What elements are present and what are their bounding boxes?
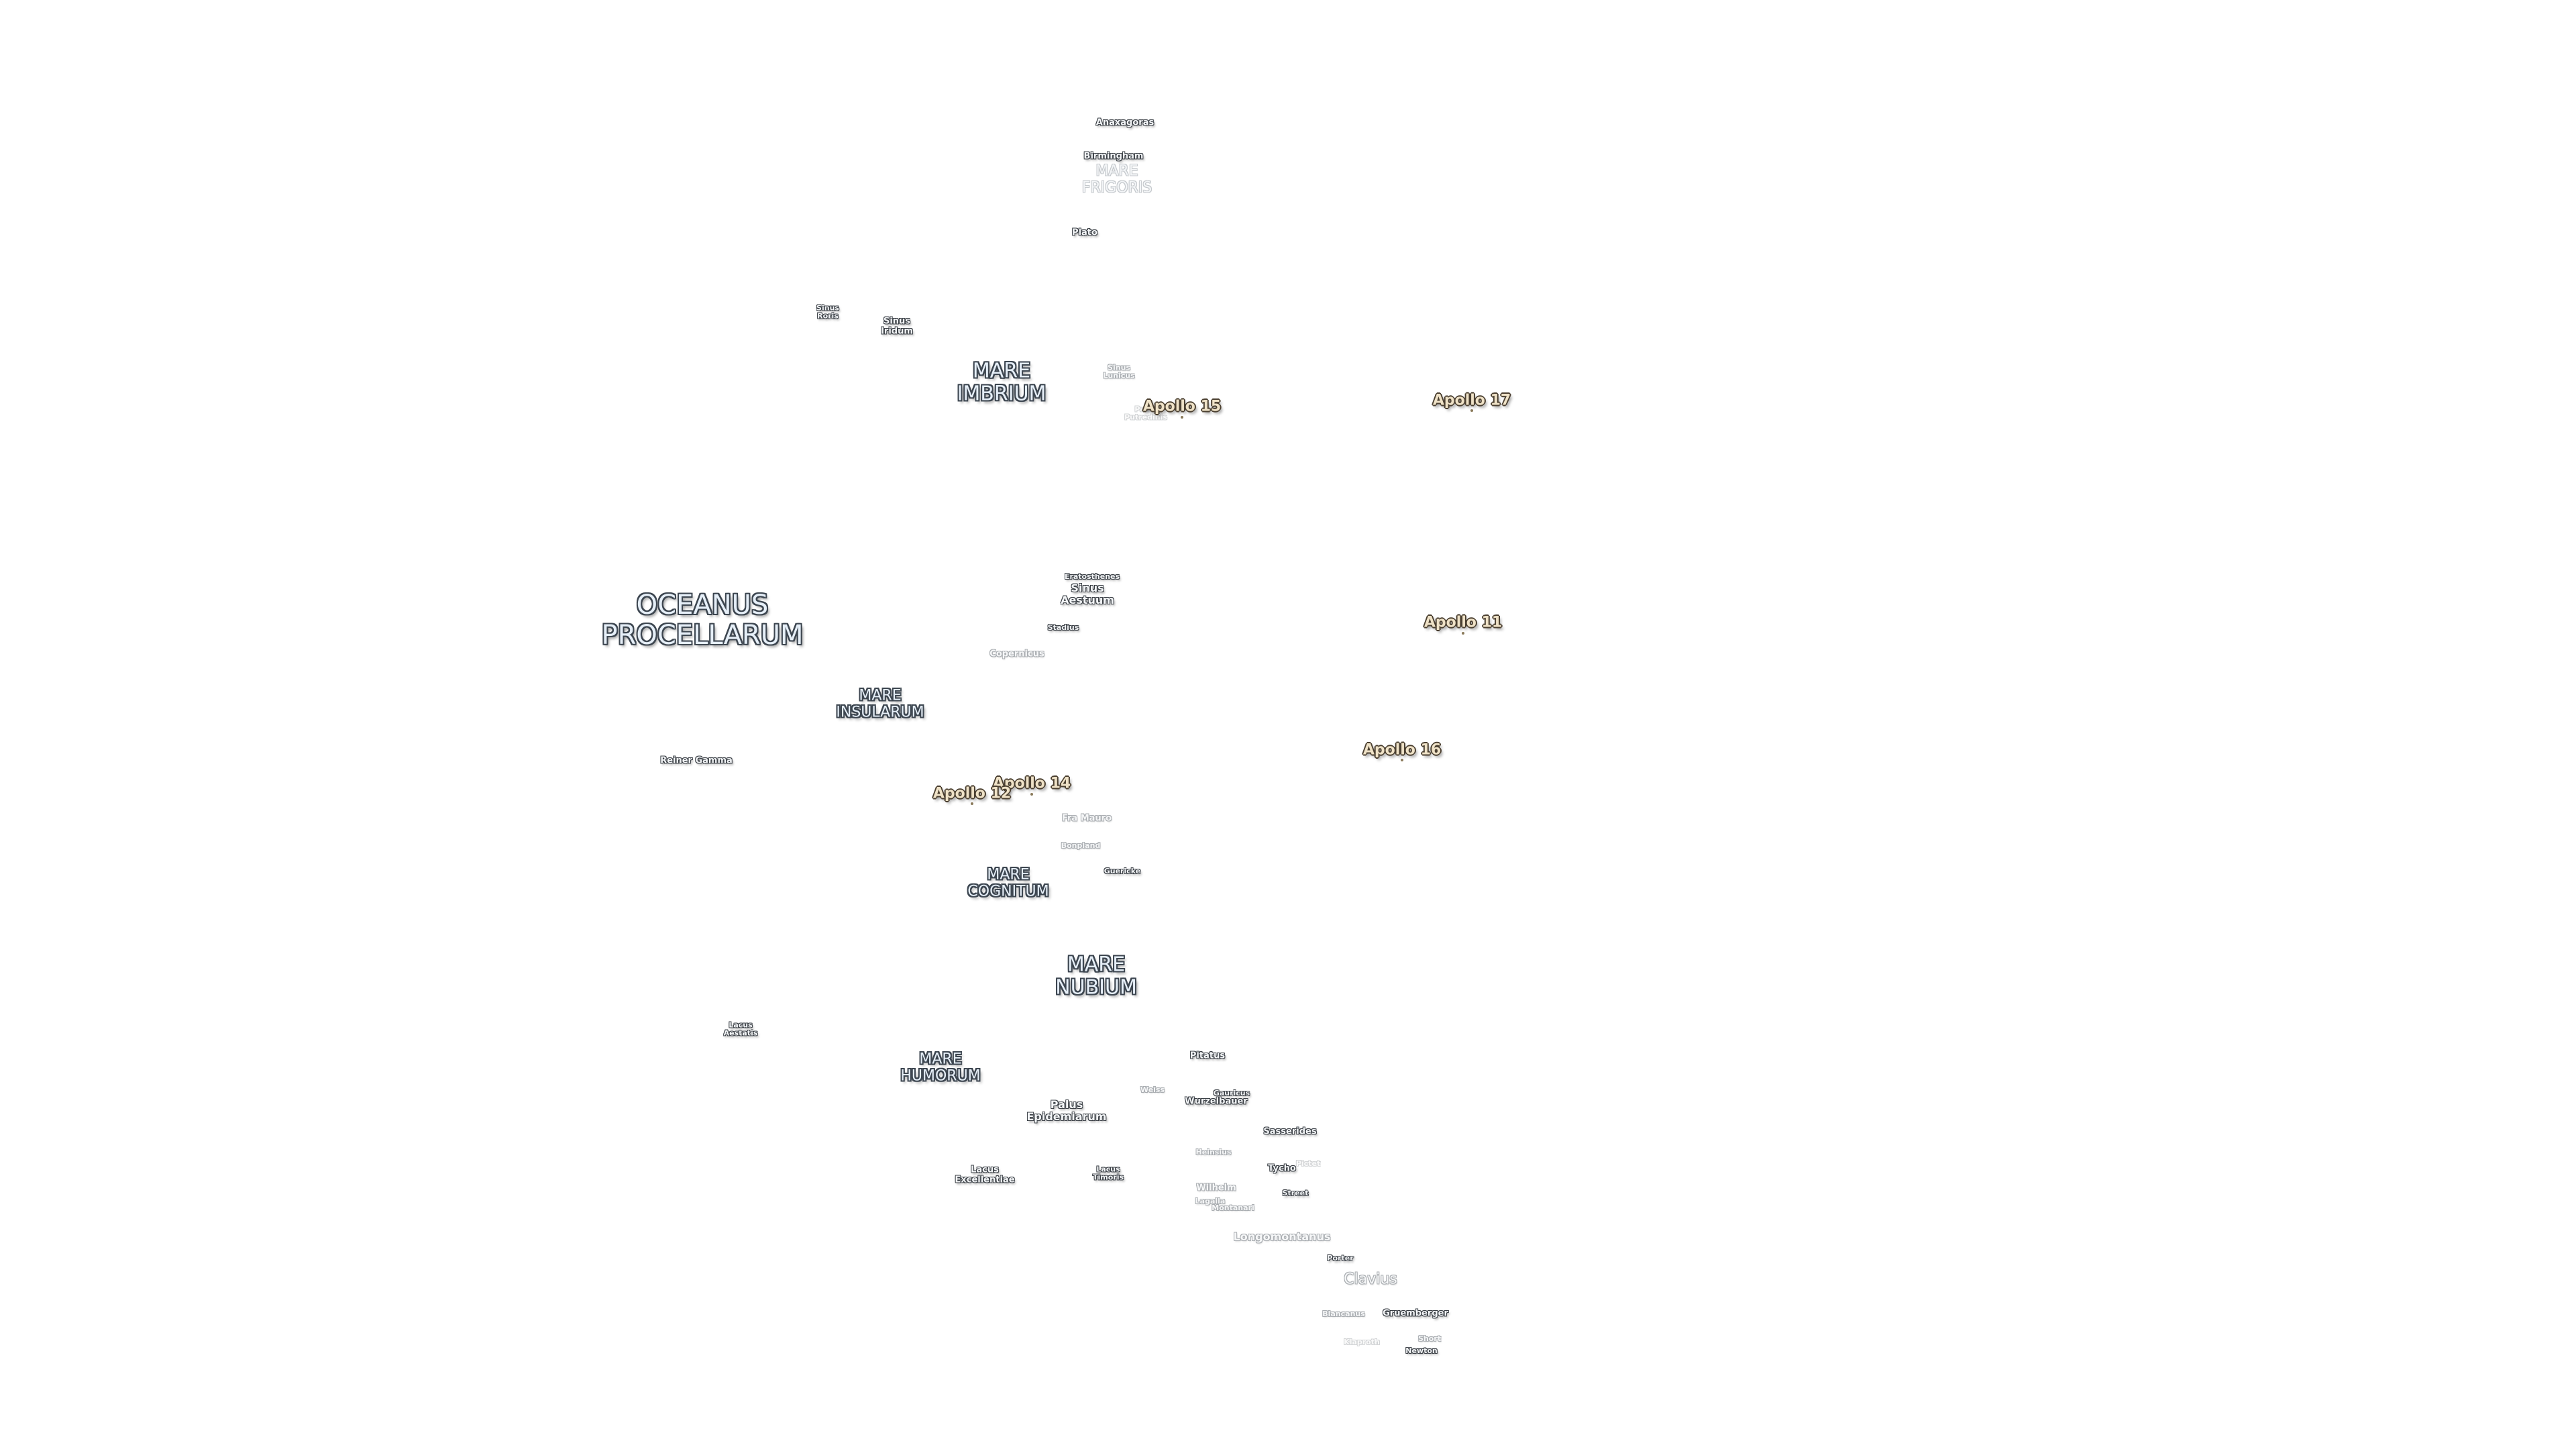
apollo-12-site-marker [971,802,973,805]
apollo-11-site-marker [1462,632,1464,635]
sasserides-label: Sasserides [1263,1126,1317,1137]
apollo-17-site-marker [1470,409,1473,412]
mare-imbrium-label: MARE IMBRIUM [957,359,1046,405]
plato-label: Plato [1072,227,1097,238]
eratosthenes-label: Eratosthenes [1064,572,1120,581]
klaproth-label: Klaproth [1344,1337,1380,1346]
apollo-15-site-marker [1181,416,1183,419]
copernicus-label: Copernicus [989,649,1044,659]
mare-nubium-label: MARE NUBIUM [1055,953,1137,999]
pictet-label: Pictet [1295,1159,1321,1168]
apollo-12-label: Apollo 12 [932,785,1012,802]
mare-humorum-label: MARE HUMORUM [900,1051,981,1084]
sinus-roris-label: Sinus Roris [816,303,839,321]
short-label: Short [1418,1334,1441,1343]
clavius-label: Clavius [1344,1271,1397,1288]
apollo-14-site-marker [1030,793,1033,796]
gruemberger-label: Gruemberger [1383,1308,1448,1319]
wurzelbauer-label: Wurzelbauer [1185,1096,1248,1107]
porter-label: Porter [1327,1253,1354,1263]
apollo-15-label: Apollo 15 [1142,398,1222,415]
blancanus-label: Blancanus [1322,1309,1365,1318]
weiss-label: Weiss [1140,1085,1165,1094]
reiner-gamma-label: Reiner Gamma [660,755,733,766]
bonpland-label: Bonpland [1061,841,1101,850]
longomontanus-label: Longomontanus [1233,1230,1331,1244]
wilhelm-label: Wilhelm [1196,1183,1236,1193]
oceanus-procellarum-label: OCEANUS PROCELLARUM [601,590,804,651]
apollo-16-label: Apollo 16 [1362,741,1442,759]
sinus-aestuum-label: Sinus Aestuum [1061,582,1114,606]
apollo-16-site-marker [1401,759,1403,761]
lacus-timoris-label: Lacus Timoris [1092,1165,1124,1182]
sinus-iridum-label: Sinus Iridum [881,316,913,336]
guericke-label: Guericke [1104,866,1141,875]
heinsius-label: Heinsius [1195,1147,1232,1157]
montanari-label: Montanari [1212,1203,1254,1212]
palus-epidemiarum-label: Palus Epidemiarum [1026,1098,1107,1123]
fra-mauro-label: Fra Mauro [1061,813,1112,824]
gauricus-label: Gauricus [1213,1088,1250,1097]
lacus-excellentiae-label: Lacus Excellentiae [955,1165,1015,1185]
newton-label: Newton [1405,1346,1438,1355]
lacus-aestatis-label: Lacus Aestatis [723,1020,758,1038]
sinus-lunicus-label: Sinus Lunicus [1103,363,1135,380]
pitatus-label: Pitatus [1189,1051,1226,1061]
mare-insularum-label: MARE INSULARUM [836,687,924,720]
apollo-17-label: Apollo 17 [1432,392,1511,409]
lagalla-label: Lagalla [1195,1196,1226,1205]
apollo-11-label: Apollo 11 [1424,614,1503,631]
tycho-label: Tycho [1268,1163,1296,1174]
stadius-label: Stadius [1047,623,1079,632]
street-label: Street [1282,1188,1309,1197]
mare-frigoris-label: MARE FRIGORIS [1081,162,1152,196]
birmingham-label: Birmingham [1083,151,1144,162]
anaxagoras-label: Anaxagoras [1095,117,1155,128]
mare-cognitum-label: MARE COGNITUM [967,866,1049,900]
palus-putredinis-label: Palus Putredinis [1124,405,1167,422]
apollo-14-label: Apollo 14 [992,775,1071,792]
